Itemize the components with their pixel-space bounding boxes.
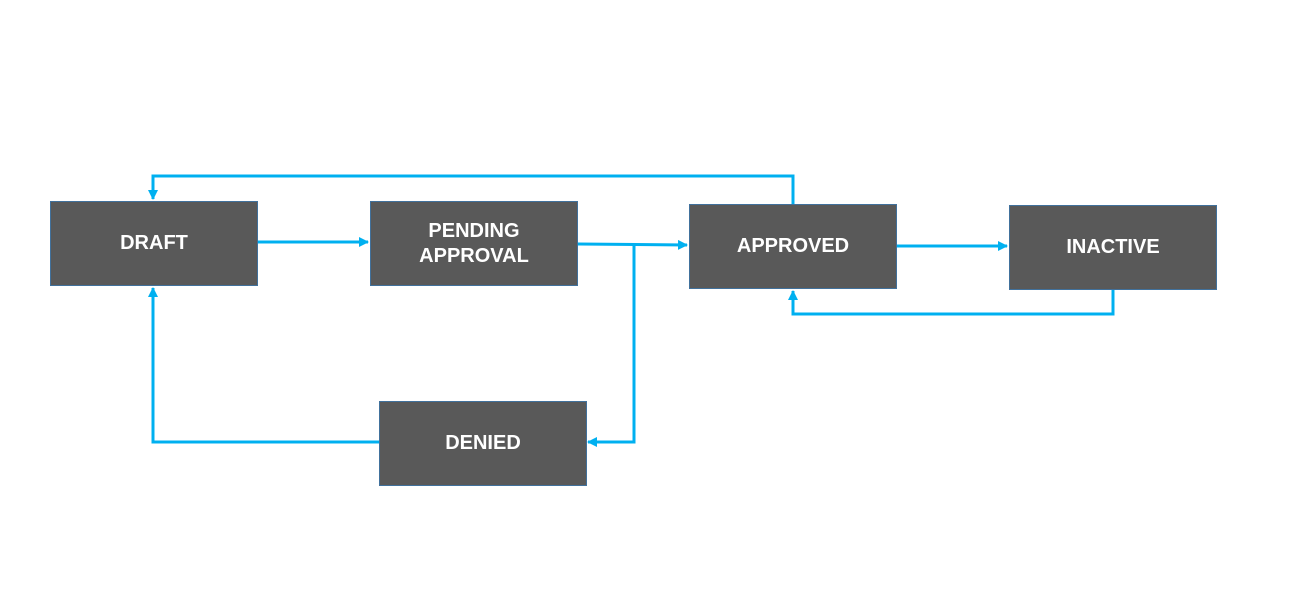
state-pending-approval: PENDING APPROVAL [370,201,578,286]
state-draft: DRAFT [50,201,258,286]
state-inactive-label: INACTIVE [1066,236,1160,258]
state-denied: DENIED [379,401,587,486]
state-denied-label: DENIED [445,432,521,454]
state-draft-label: DRAFT [120,232,188,254]
state-approved-label: APPROVED [736,235,850,257]
arrow-inactive-to-approved [788,290,1115,316]
arrow-approved-to-draft [148,174,795,204]
state-approved: APPROVED [689,204,897,289]
state-pending-approval-label: PENDING APPROVAL [419,219,529,267]
state-inactive: INACTIVE [1009,205,1217,290]
arrow-denied-to-draft [148,287,379,444]
arrow-pending-to-denied [587,245,636,447]
arrow-pending-to-approved [577,239,688,250]
